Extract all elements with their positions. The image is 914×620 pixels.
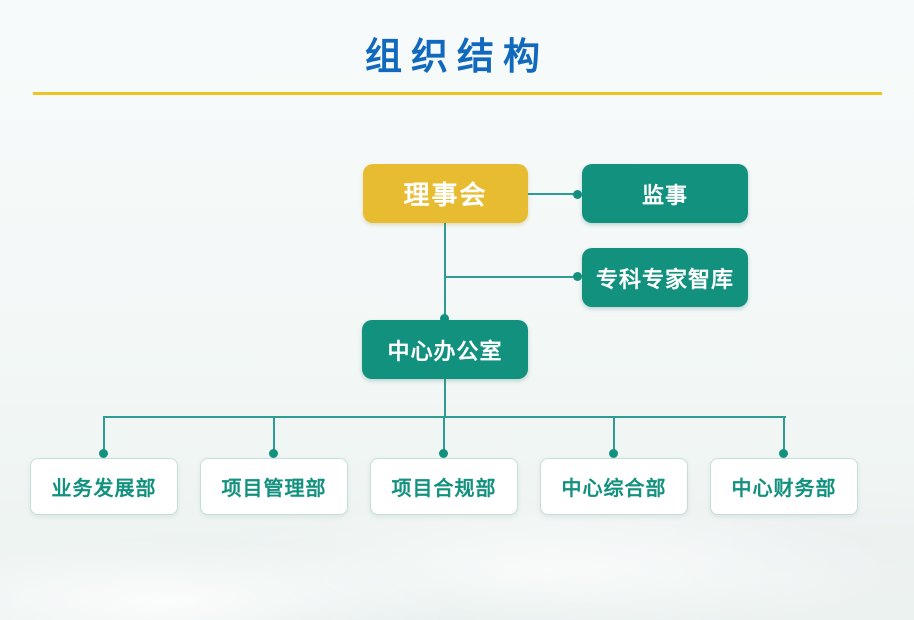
node-board-of-directors: 理事会 — [363, 164, 528, 223]
connector-dot-thinktank — [573, 272, 582, 281]
connector-drop-dept-4 — [783, 416, 785, 453]
node-center-office: 中心办公室 — [362, 320, 528, 379]
connector-dot-dept-4 — [779, 449, 788, 458]
connector-dot-supervisor — [573, 190, 582, 199]
connector-dot-dept-1 — [269, 449, 278, 458]
title-underline — [33, 92, 882, 95]
connector-drop-dept-1 — [273, 416, 275, 453]
connector-drop-dept-3 — [613, 416, 615, 453]
connector-board-supervisor — [528, 193, 578, 195]
node-dept-center-finance: 中心财务部 — [710, 458, 858, 515]
node-dept-business-development: 业务发展部 — [30, 458, 178, 515]
node-dept-project-compliance: 项目合规部 — [370, 458, 518, 515]
connector-dot-office — [440, 314, 449, 323]
connector-departments-rail — [104, 416, 786, 418]
connector-drop-dept-2 — [443, 416, 445, 453]
connector-board-office — [444, 223, 446, 319]
node-dept-project-management: 项目管理部 — [200, 458, 348, 515]
connector-dot-dept-2 — [439, 449, 448, 458]
connector-dot-dept-3 — [609, 449, 618, 458]
node-expert-think-tank: 专科专家智库 — [582, 248, 748, 307]
connector-drop-dept-0 — [103, 416, 105, 453]
page-title: 组织结构 — [365, 36, 549, 77]
node-dept-center-general-affairs: 中心综合部 — [540, 458, 688, 515]
connector-board-thinktank — [445, 276, 578, 278]
node-supervisor: 监事 — [582, 164, 748, 223]
connector-dot-dept-0 — [99, 449, 108, 458]
connector-office-trunk — [444, 379, 446, 417]
